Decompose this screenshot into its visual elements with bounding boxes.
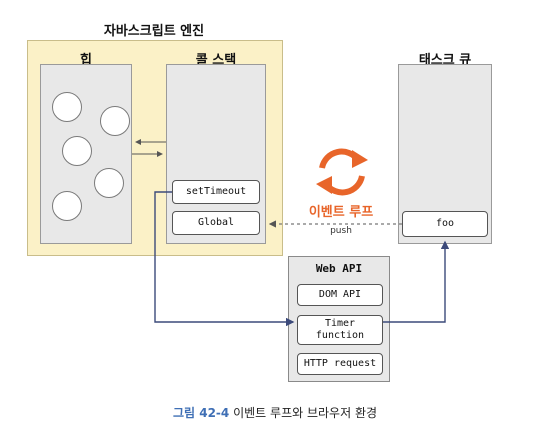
web-api-dom: DOM API (297, 284, 383, 306)
heap-object (52, 191, 82, 221)
web-api-http: HTTP request (297, 353, 383, 375)
event-loop-label: 이벤트 루프 (308, 205, 374, 220)
stack-frame-settimeout: setTimeout (172, 180, 260, 204)
figure-text: 이벤트 루프와 브라우저 환경 (233, 406, 378, 420)
heap-object (100, 106, 130, 136)
heap-object (62, 136, 92, 166)
heap-object (94, 168, 124, 198)
settimeout-to-timer-arrow (154, 191, 295, 327)
web-api-timer: Timer function (297, 315, 383, 345)
timer-to-queue-arrow (383, 240, 450, 323)
stack-frame-global: Global (172, 211, 260, 235)
figure-caption: 그림 42-4 이벤트 루프와 브라우저 환경 (0, 404, 550, 421)
task-item-foo: foo (402, 211, 488, 237)
engine-title: 자바스크립트 엔진 (103, 24, 205, 39)
web-api-title: Web API (315, 262, 363, 275)
figure-number: 그림 42-4 (172, 406, 230, 420)
push-label: push (330, 226, 352, 236)
heap-title: 힙 (80, 53, 92, 68)
heap-object (52, 92, 82, 122)
